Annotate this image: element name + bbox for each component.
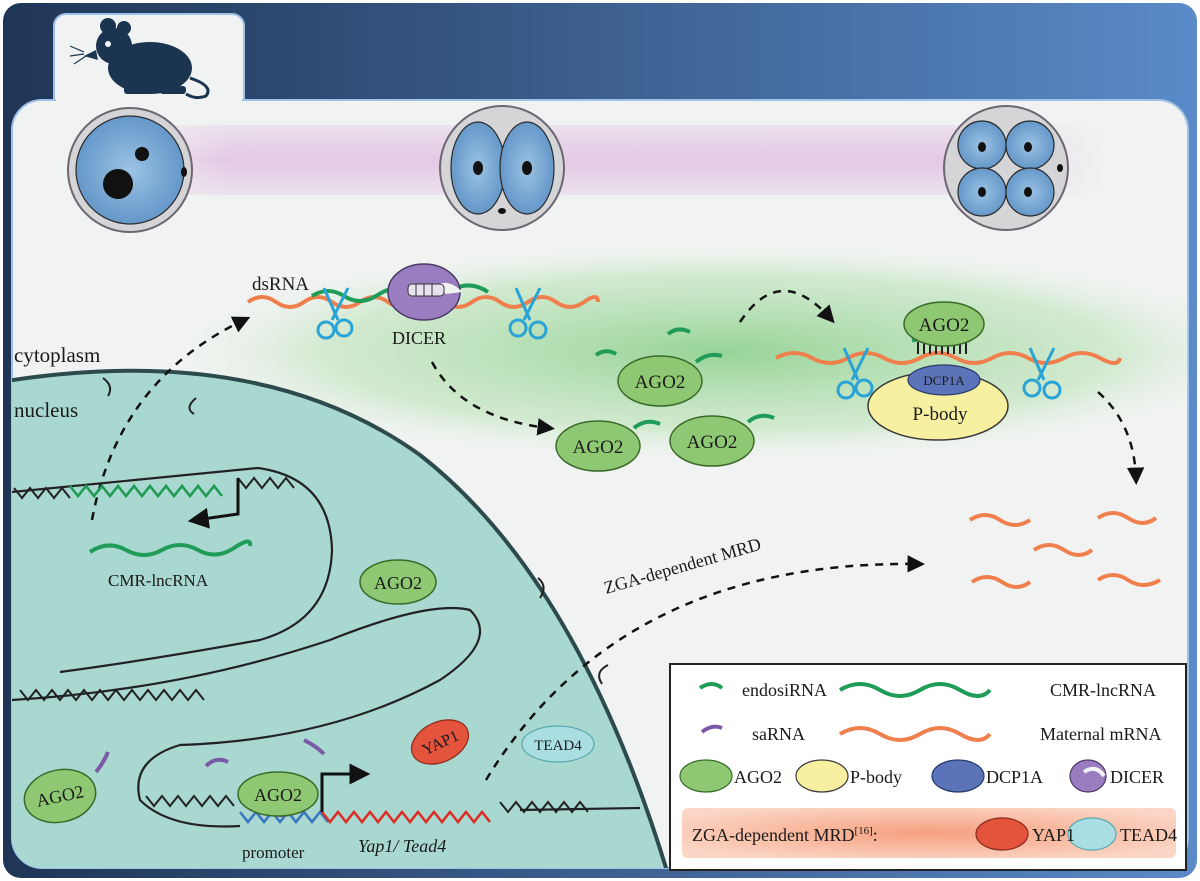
scissors-icon [508,287,548,340]
yap1-protein [410,719,470,765]
cytoplasm-label: cytoplasm [14,343,100,367]
embryo-two-cell [439,105,565,231]
scissors-icon [316,287,354,340]
promoter-ago2-label: AGO2 [254,785,302,805]
nuclear-pore [537,577,545,599]
nuclear-pore [598,664,609,685]
nucleus-label: nucleus [14,398,78,422]
legend-ago2: AGO2 [734,767,782,787]
embryo-zygote [67,107,193,233]
legend-tead4: TEAD4 [1120,825,1177,845]
nuclear-ago2-label: AGO2 [374,573,422,593]
dicer-enzyme [387,263,462,321]
legend-endosirna: endosiRNA [742,680,827,700]
legend-yap1: YAP1 [1032,825,1075,845]
legend-pbody: P-body [850,767,902,787]
tab-joint [56,96,242,106]
pbody-complex [775,301,1122,441]
promoter-ago2 [237,771,319,817]
legend-sarna: saRNA [752,724,805,744]
chromatin-dna [11,466,641,828]
legend-zga-colon: : [873,825,878,845]
flow-arrows [90,289,1145,781]
ago2-complex: AGO2 [555,419,661,472]
legend-zga-title: ZGA-dependent MRD[16]: [692,825,878,845]
ago2-sarna-complex [23,768,97,824]
promoter-label: promoter [242,843,305,862]
scissors-icon [1022,347,1062,400]
legend [669,663,1187,871]
legend-dcp1a: DCP1A [986,767,1043,787]
scissors-icon [836,347,874,400]
pbody-label: P-body [913,404,968,425]
endosirna-fragment [666,327,691,336]
gene-label: Yap1/ Tead4 [358,836,446,856]
stage-band [70,125,1110,195]
legend-maternal-mrna: Maternal mRNA [1040,724,1161,744]
cmr-lncrna-transcript [88,539,253,557]
tead4-protein [521,725,595,763]
legend-zga-ref: [16] [854,825,872,837]
legend-cmr-lncrna: CMR-lncRNA [1050,680,1156,700]
dsrna-label: dsRNA [252,274,309,295]
endosirna-fragment [594,349,618,357]
nuclear-pore [188,397,197,415]
degraded-mrna-fragments [968,511,1162,589]
mouse-icon [69,18,210,100]
legend-zga-title-text: ZGA-dependent MRD [692,825,854,845]
embryo-four-cell [943,105,1069,231]
ago2-complex: AGO2 [669,413,775,467]
nuclear-ago2 [359,559,437,605]
ago2-complex: AGO2 [617,352,723,407]
transcription-arrow [187,478,240,529]
pbody-ago2-label: AGO2 [919,315,970,336]
nuclear-pore [102,377,112,397]
ago2-label: AGO2 [635,372,686,393]
activation-arrow [320,763,371,812]
dicer-label: DICER [392,328,446,348]
legend-dicer: DICER [1110,767,1164,787]
dcp1a-label: DCP1A [923,373,965,388]
cmr-lncrna-label: CMR-lncRNA [108,571,209,590]
ago2-label: AGO2 [573,437,624,458]
tead4-label: TEAD4 [534,738,582,754]
ago2-label: AGO2 [687,432,738,453]
